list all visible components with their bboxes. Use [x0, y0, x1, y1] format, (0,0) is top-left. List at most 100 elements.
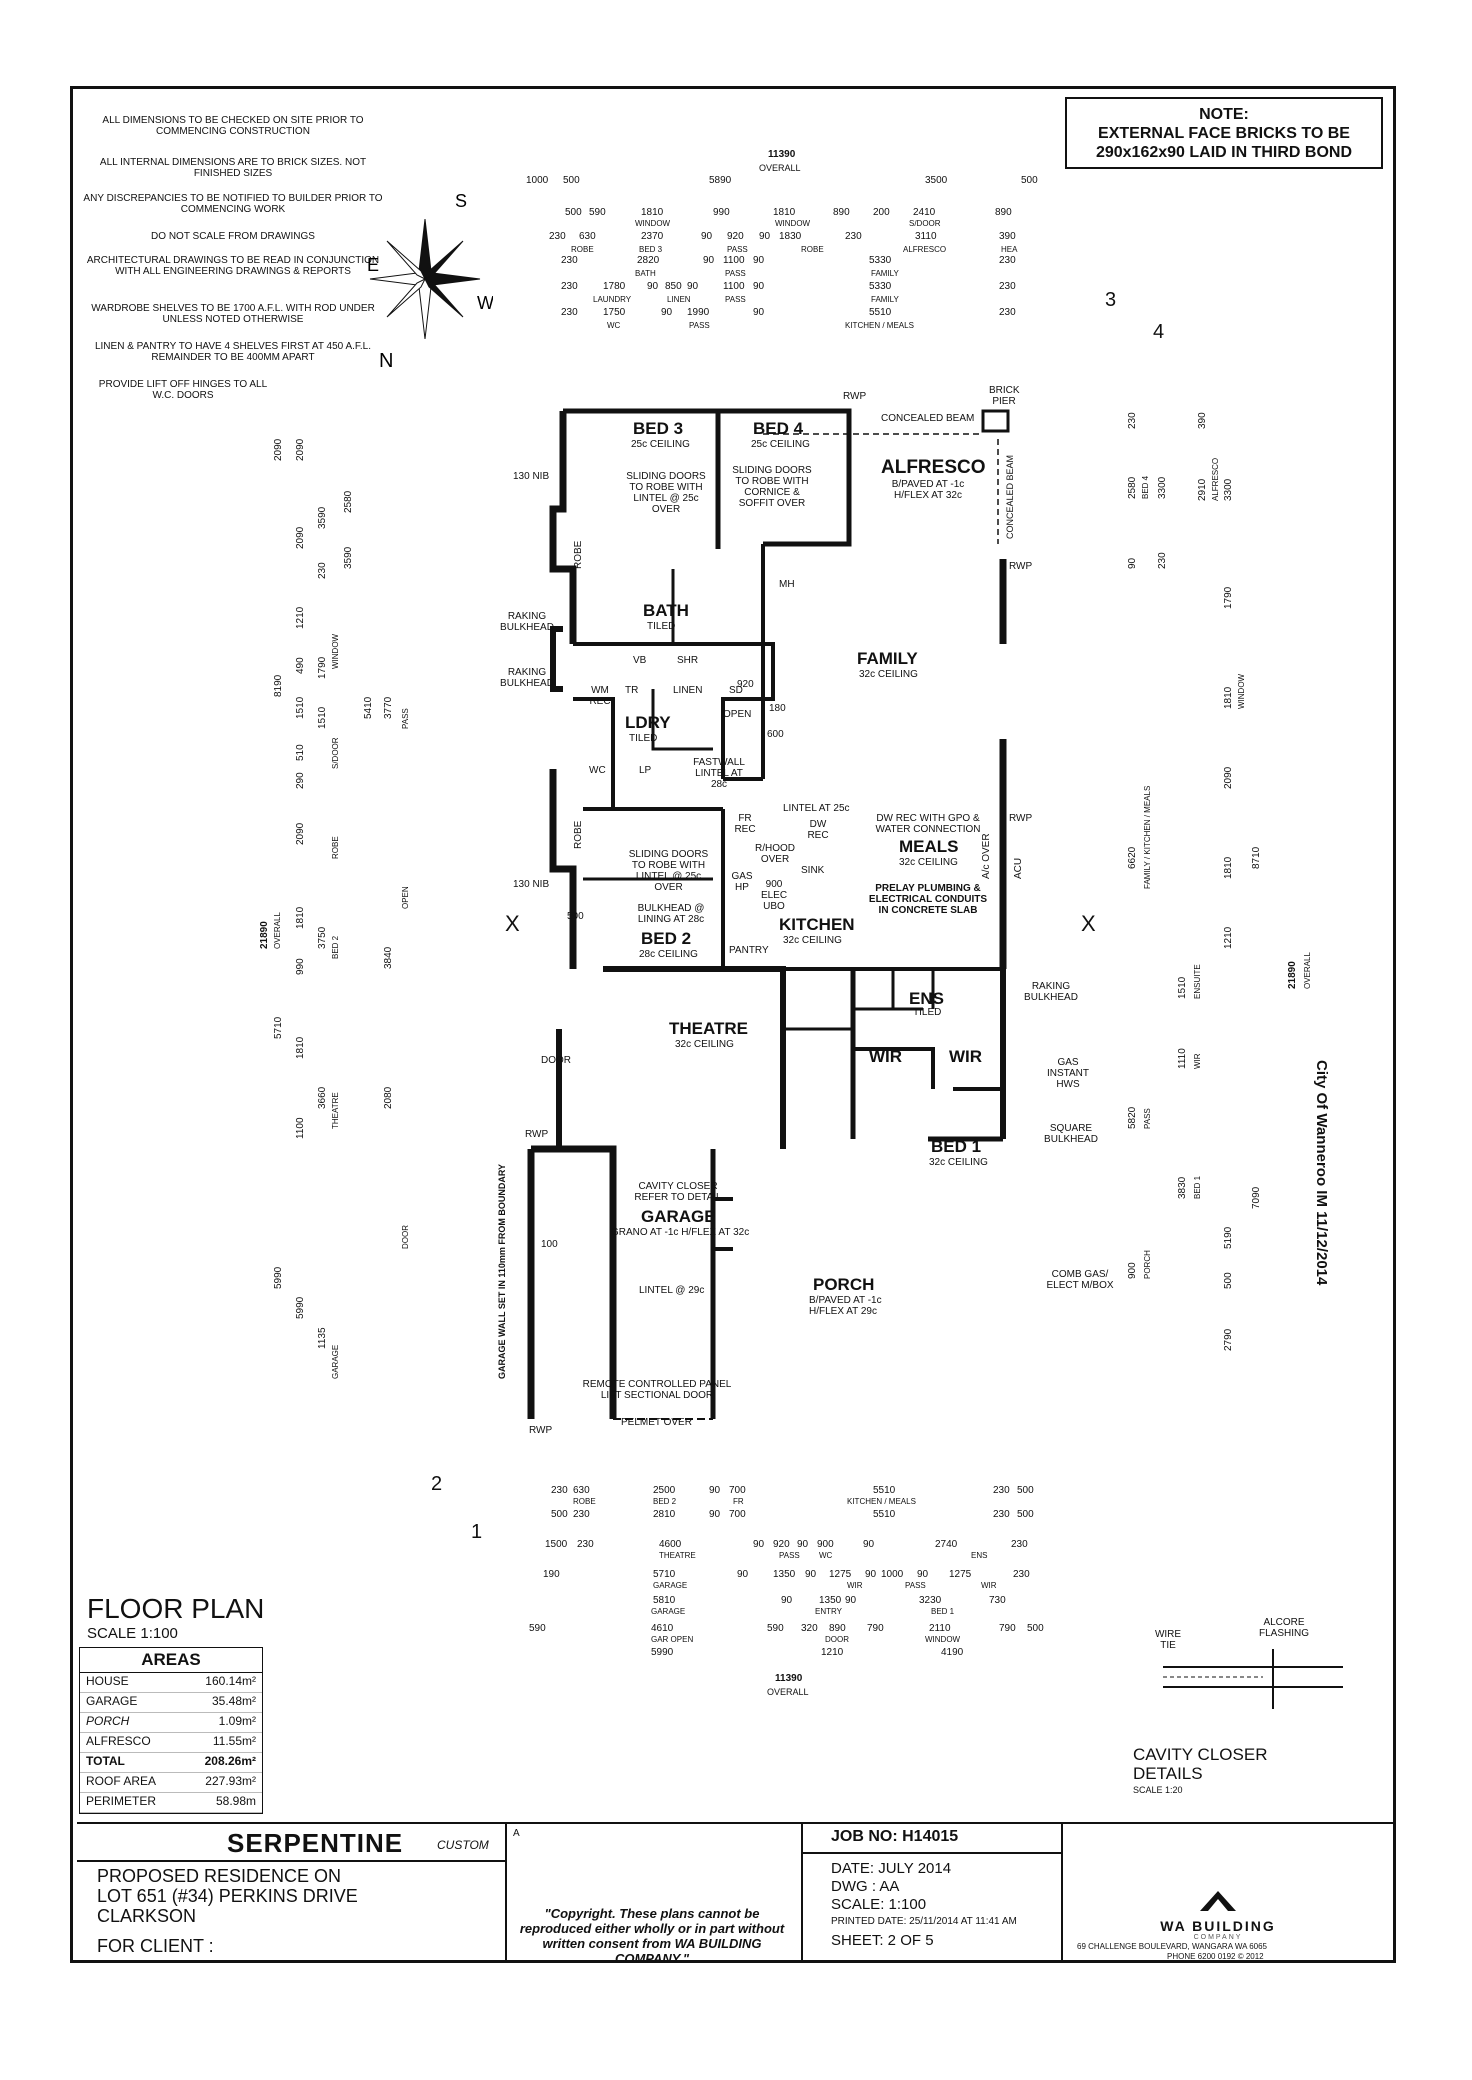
- printed-date: PRINTED DATE: 25/11/2014 AT 11:41 AM: [831, 1916, 1017, 1927]
- bot-r5-0: 5810: [653, 1595, 676, 1606]
- title-block-project-cell: [77, 1824, 507, 1961]
- area-label: ROOF AREA: [86, 1774, 157, 1788]
- top-dim-r7-6: 90: [753, 281, 765, 292]
- note-box-title: NOTE:: [1199, 106, 1249, 123]
- left-c2-11: 1100: [295, 1117, 306, 1139]
- left-c4-0: 2580: [343, 490, 354, 513]
- top-label-alfresco: ALFRESCO: [903, 245, 947, 254]
- bot-r5-4: 3230: [919, 1595, 942, 1606]
- bot-r2-0: 500: [551, 1509, 568, 1520]
- bed2-bulkhead-note: BULKHEAD @ LINING AT 28c: [637, 903, 705, 925]
- left-c3-0: 3590: [317, 506, 328, 529]
- top-dim-r7-7: 5330: [869, 281, 892, 292]
- bot-r5-2: 1350: [819, 1595, 842, 1606]
- bot-r2-5: 5510: [873, 1509, 896, 1520]
- left-c4-5: 2080: [383, 1086, 394, 1109]
- room-family-name: FAMILY: [857, 649, 918, 668]
- bot-label-robe: ROBE: [573, 1497, 596, 1506]
- bot-r3-4: 920: [773, 1539, 790, 1550]
- right-c1-12: 1110: [1177, 1048, 1188, 1069]
- left-overall: 21890: [259, 921, 270, 949]
- bot-r1-5: 5510: [873, 1485, 896, 1496]
- room-wir1-name: WIR: [869, 1047, 903, 1066]
- right-label-fkm: FAMILY / KITCHEN / MEALS: [1143, 785, 1152, 889]
- title-block-job-cell: [803, 1824, 1063, 1961]
- note-do-not-scale: DO NOT SCALE FROM DRAWINGS: [151, 231, 315, 242]
- compass-e: E: [367, 255, 379, 275]
- top-dim-r2-4: 1810: [773, 207, 796, 218]
- cavity-detail-title: CAVITY CLOSER DETAILS: [1133, 1745, 1268, 1783]
- right-c2-7: 500: [1223, 1272, 1234, 1289]
- room-wir2-name: WIR: [949, 1047, 983, 1066]
- wire-tie-label: WIRE TIE: [1154, 1629, 1182, 1651]
- area-value: 11.55m²: [212, 1734, 256, 1748]
- drawing-sheet: ALL DIMENSIONS TO BE CHECKED ON SITE PRI…: [70, 86, 1396, 1966]
- cavity-closer-note: CAVITY CLOSER REFER TO DETAIL: [634, 1181, 722, 1203]
- top-dim-r5-6: 230: [999, 255, 1016, 266]
- robe-label-bottom: ROBE: [573, 820, 584, 849]
- bot-label-garage2: GARAGE: [651, 1607, 686, 1616]
- address-line-3: CLARKSON: [97, 1906, 197, 1926]
- bot-r1-1: 630: [573, 1485, 590, 1496]
- garage-wall-note: GARAGE WALL SET IN 110mm FROM BOUNDARY: [497, 1163, 507, 1379]
- top-label-linen: LINEN: [667, 295, 691, 304]
- right-c2-1: 2910: [1197, 478, 1208, 501]
- top-dim-r2-7: 2410: [913, 207, 936, 218]
- lintel-29-note: LINTEL @ 29c: [639, 1285, 705, 1296]
- room-bed1-name: BED 1: [931, 1137, 982, 1156]
- right-label-porch: PORCH: [1143, 1250, 1152, 1279]
- section-marker-3: 3: [1105, 289, 1117, 311]
- bot-label-kitchen-meals: KITCHEN / MEALS: [847, 1497, 916, 1506]
- top-dim-r7-3: 850: [665, 281, 682, 292]
- bot-r6-3: 320: [801, 1623, 818, 1634]
- right-c1-7: 6620: [1127, 846, 1138, 869]
- bot-r6-2: 590: [767, 1623, 784, 1634]
- compass-n: N: [379, 350, 393, 369]
- raking-bulkhead-3: RAKING BULKHEAD: [1024, 981, 1078, 1003]
- drawing-scale: SCALE: 1:100: [831, 1896, 927, 1913]
- for-client: FOR CLIENT :: [97, 1936, 214, 1956]
- left-c2-12: 5990: [295, 1296, 306, 1319]
- compass-s: S: [455, 191, 467, 211]
- room-bath-sub: TILED: [647, 621, 676, 632]
- top-overall-dim: 11390: [768, 149, 796, 160]
- bot-label-pass2: PASS: [905, 1581, 926, 1590]
- bot-r5-1: 90: [781, 1595, 793, 1606]
- top-dim-r9-3: 1990: [687, 307, 710, 318]
- top-label-window1: WINDOW: [635, 219, 671, 228]
- bed4-sliding-doors-note: SLIDING DOORS TO ROBE WITH CORNICE & SOF…: [732, 465, 812, 509]
- left-c2-3: 490: [295, 657, 306, 674]
- bot-r2-2: 2810: [653, 1509, 676, 1520]
- top-label-hea: HEA: [1001, 245, 1018, 254]
- room-meals-sub: 32c CEILING: [899, 857, 958, 868]
- bot-r4-6: 90: [865, 1569, 877, 1580]
- room-ens-name: ENS: [909, 989, 944, 1008]
- right-c1-8: 2090: [1223, 766, 1234, 789]
- bot-r7-0: 5990: [651, 1647, 674, 1658]
- bot-label-door: DOOR: [825, 1635, 849, 1644]
- bot-r4-7: 1000: [881, 1569, 904, 1580]
- top-label-family2: FAMILY: [871, 295, 899, 304]
- bot-r4-2: 90: [737, 1569, 749, 1580]
- right-c1-5: 1790: [1223, 586, 1234, 609]
- top-dim-r5-3: 1100: [723, 255, 745, 266]
- top-dim-r9-2: 90: [661, 307, 673, 318]
- dw-rec-label: DW REC: [807, 819, 829, 841]
- bot-r3-1: 230: [577, 1539, 594, 1550]
- top-dim-r5-4: 90: [753, 255, 765, 266]
- bot-r1-3: 90: [709, 1485, 721, 1496]
- left-label-window: WINDOW: [331, 633, 340, 669]
- right-label-bed1: BED 1: [1193, 1175, 1202, 1199]
- room-alfresco-name: ALFRESCO: [881, 457, 986, 478]
- left-c3-3: 1510: [317, 706, 328, 729]
- right-c1-10: 1210: [1223, 926, 1234, 949]
- sd-label: SD: [729, 685, 743, 696]
- left-c2-8: 1810: [295, 906, 306, 929]
- note-box: NOTE: EXTERNAL FACE BRICKS TO BE 290x162…: [1065, 97, 1383, 169]
- bot-r3-2: 4600: [659, 1539, 682, 1550]
- bot-r6-0: 590: [529, 1623, 546, 1634]
- bot-r1-2: 2500: [653, 1485, 676, 1496]
- top-dim-r2-1: 590: [589, 207, 606, 218]
- city-approval-stamp: City Of Wanneroo IM 11/12/2014: [1313, 1060, 1330, 1286]
